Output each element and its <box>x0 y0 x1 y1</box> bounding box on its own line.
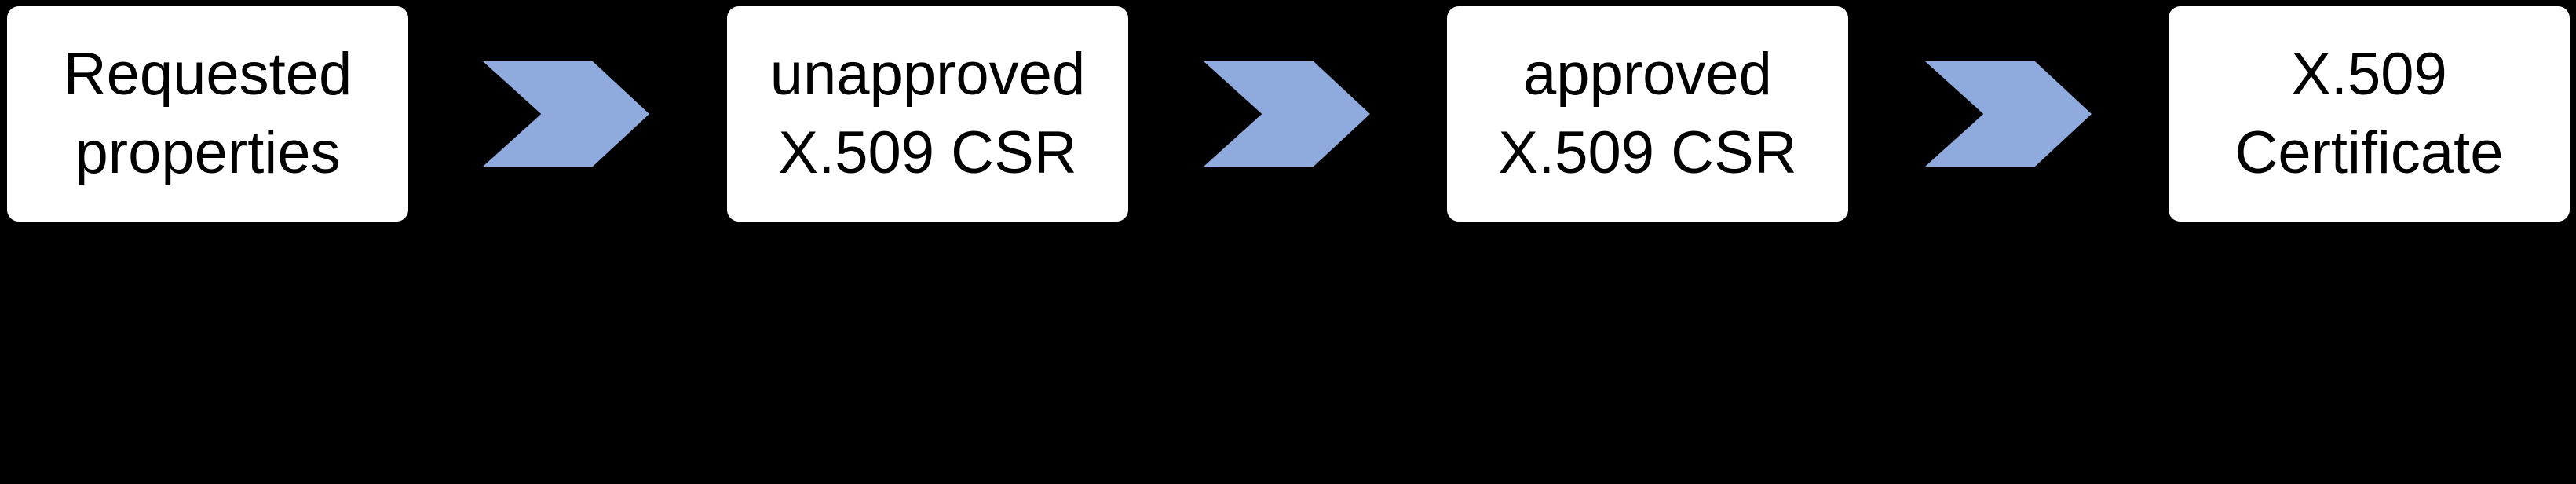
flow-step-label-line: properties <box>75 119 341 186</box>
chevron-right-icon <box>1204 61 1370 167</box>
flow-step-label-line: Certificate <box>2234 119 2504 186</box>
flow-step-label-line: X.509 CSR <box>1498 119 1797 186</box>
flow-step-x509-certificate: X.509 Certificate <box>2169 6 2570 222</box>
flow-step-label-line: X.509 CSR <box>778 119 1077 186</box>
flow-step-unapproved-x509-csr: unapproved X.509 CSR <box>727 6 1128 222</box>
flow-step-requested-properties: Requested properties <box>7 6 408 222</box>
flow-step-approved-x509-csr: approved X.509 CSR <box>1447 6 1848 222</box>
flow-step-label-line: unapproved <box>769 41 1086 108</box>
chevron-right-icon <box>1925 61 2092 167</box>
flow-step-label-line: Requested <box>63 41 353 108</box>
flow-step-label-line: approved <box>1523 41 1772 108</box>
chevron-right-icon <box>483 61 649 167</box>
flow-step-label-line: X.509 <box>2291 41 2447 108</box>
